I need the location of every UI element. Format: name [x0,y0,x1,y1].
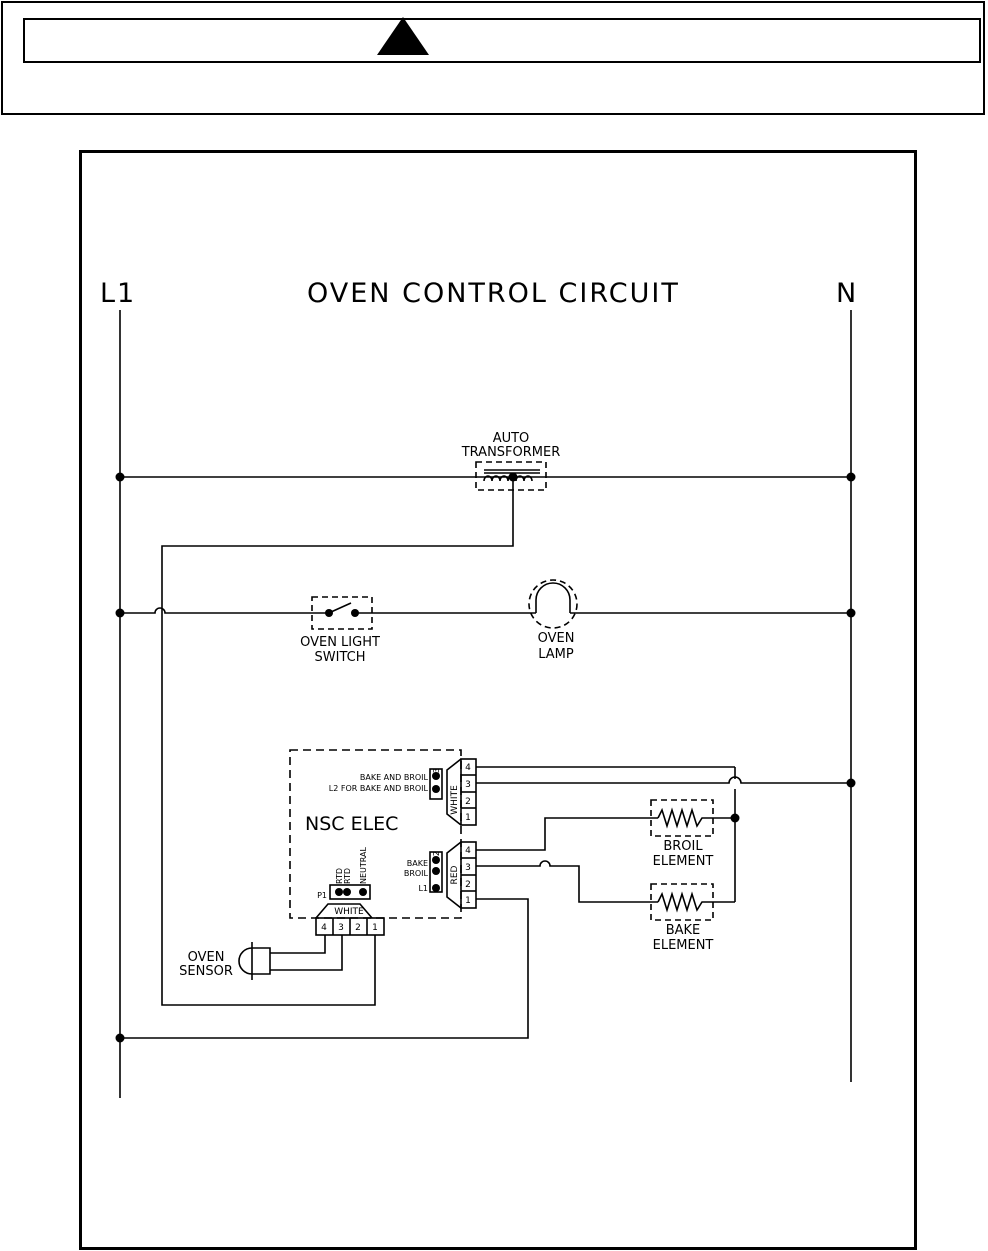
p2-label-l1: L1 [418,884,428,893]
p1-label-neutral: NEUTRAL [359,847,368,884]
diagram-frame [79,150,917,1250]
p3-pin3-wire [476,776,851,784]
oven-lamp-label-1: OVEN [538,631,575,646]
l1-label: L1 [100,278,136,309]
p2-l1-wire [120,898,529,1039]
oven-sensor-label-2: SENSOR [179,964,233,979]
p2-terminal-dot [432,867,440,875]
p3-pin-4: 4 [465,763,471,773]
p3-label-l2: L2 FOR BAKE AND BROIL [329,784,429,793]
warning-triangle-icon [377,17,429,55]
oven-light-line-left [120,607,328,614]
oven-lamp-outline [528,579,578,629]
p3-pin-2: 2 [465,797,471,807]
bake-resistor [657,891,708,913]
p2-label-broil: BROIL [404,869,429,878]
sensor-wire-1 [270,935,326,954]
neutral-label: N [836,278,858,309]
oven-lamp-filament [535,582,571,613]
auto-transformer-label-2: TRANSFORMER [461,445,561,460]
p1-pin-1: 1 [372,923,378,933]
auto-transformer-box [475,461,547,491]
p1-pin-4: 4 [321,923,327,933]
broil-element-label-2: ELEMENT [653,854,714,869]
p1-pin-3: 3 [338,923,344,933]
warning-bar [23,17,981,63]
oven-sensor-probe [238,947,271,975]
p2-pin-2: 2 [465,880,471,890]
p3-label-bake-and-broil: BAKE AND BROIL [360,773,429,782]
p1-terminal-dot [343,888,351,896]
sensor-wire-2 [270,935,343,971]
control-board-label: NSC ELEC [305,813,398,835]
p1-terminal-dot [359,888,367,896]
nsc-control-board [289,749,462,919]
switch-blade [330,602,352,613]
p1-label-block [329,884,371,900]
diagram-title: OVEN CONTROL CIRCUIT [307,278,680,309]
p2-pin-1: 1 [465,896,471,906]
bake-element-label-1: BAKE [666,923,701,938]
p3-pin-1: 1 [465,813,471,823]
p3-name: P3 [432,768,441,778]
p3-pin-3: 3 [465,780,471,790]
p3-terminal-dot [432,785,440,793]
junction-dot [115,608,125,618]
broil-resistor [657,807,708,829]
warning-box [1,1,985,115]
p2-name: P2 [432,851,441,861]
p1-name: P1 [317,891,327,900]
p3-connector-body [446,758,462,826]
p2-pin-4: 4 [465,846,471,856]
oven-sensor-label-1: OVEN [188,950,225,965]
p1-connector-body [315,903,373,919]
broil-wire [476,817,658,851]
junction-dot [846,778,856,788]
p2-connector-body [446,841,462,909]
junction-dot [115,472,125,482]
p2-pin-3: 3 [465,863,471,873]
broil-element-label-1: BROIL [663,839,703,854]
transformer-tap-wire [161,477,514,1006]
p1-label-rtd-a: RTD [335,868,344,884]
p1-label-rtd-b: RTD [343,868,352,884]
p2-color: RED [450,865,460,884]
oven-light-switch-label-2: SWITCH [315,650,366,665]
bake-element-label-2: ELEMENT [653,938,714,953]
p1-pin-2: 2 [355,923,361,933]
p2-terminal-dot [432,856,440,864]
p1-terminal-dot [335,888,343,896]
oven-light-switch-label-1: OVEN LIGHT [300,635,380,650]
p1-color: WHITE [334,907,364,917]
auto-transformer-label-1: AUTO [493,431,530,446]
p3-label-block [429,768,443,800]
oven-lamp-label-2: LAMP [538,647,574,662]
p2-terminal-dot [432,884,440,892]
junction-dot [846,472,856,482]
transformer-coil [483,475,533,482]
junction-dot [730,813,740,823]
switch-contact [325,609,333,617]
p3-color: WHITE [450,785,460,815]
junction-dot [846,608,856,618]
switch-contact [351,609,359,617]
junction-dot [508,472,518,482]
p2-label-bake: BAKE [407,859,428,868]
p3-terminal-dot [432,772,440,780]
bake-wire [476,860,658,903]
junction-dot [115,1033,125,1043]
